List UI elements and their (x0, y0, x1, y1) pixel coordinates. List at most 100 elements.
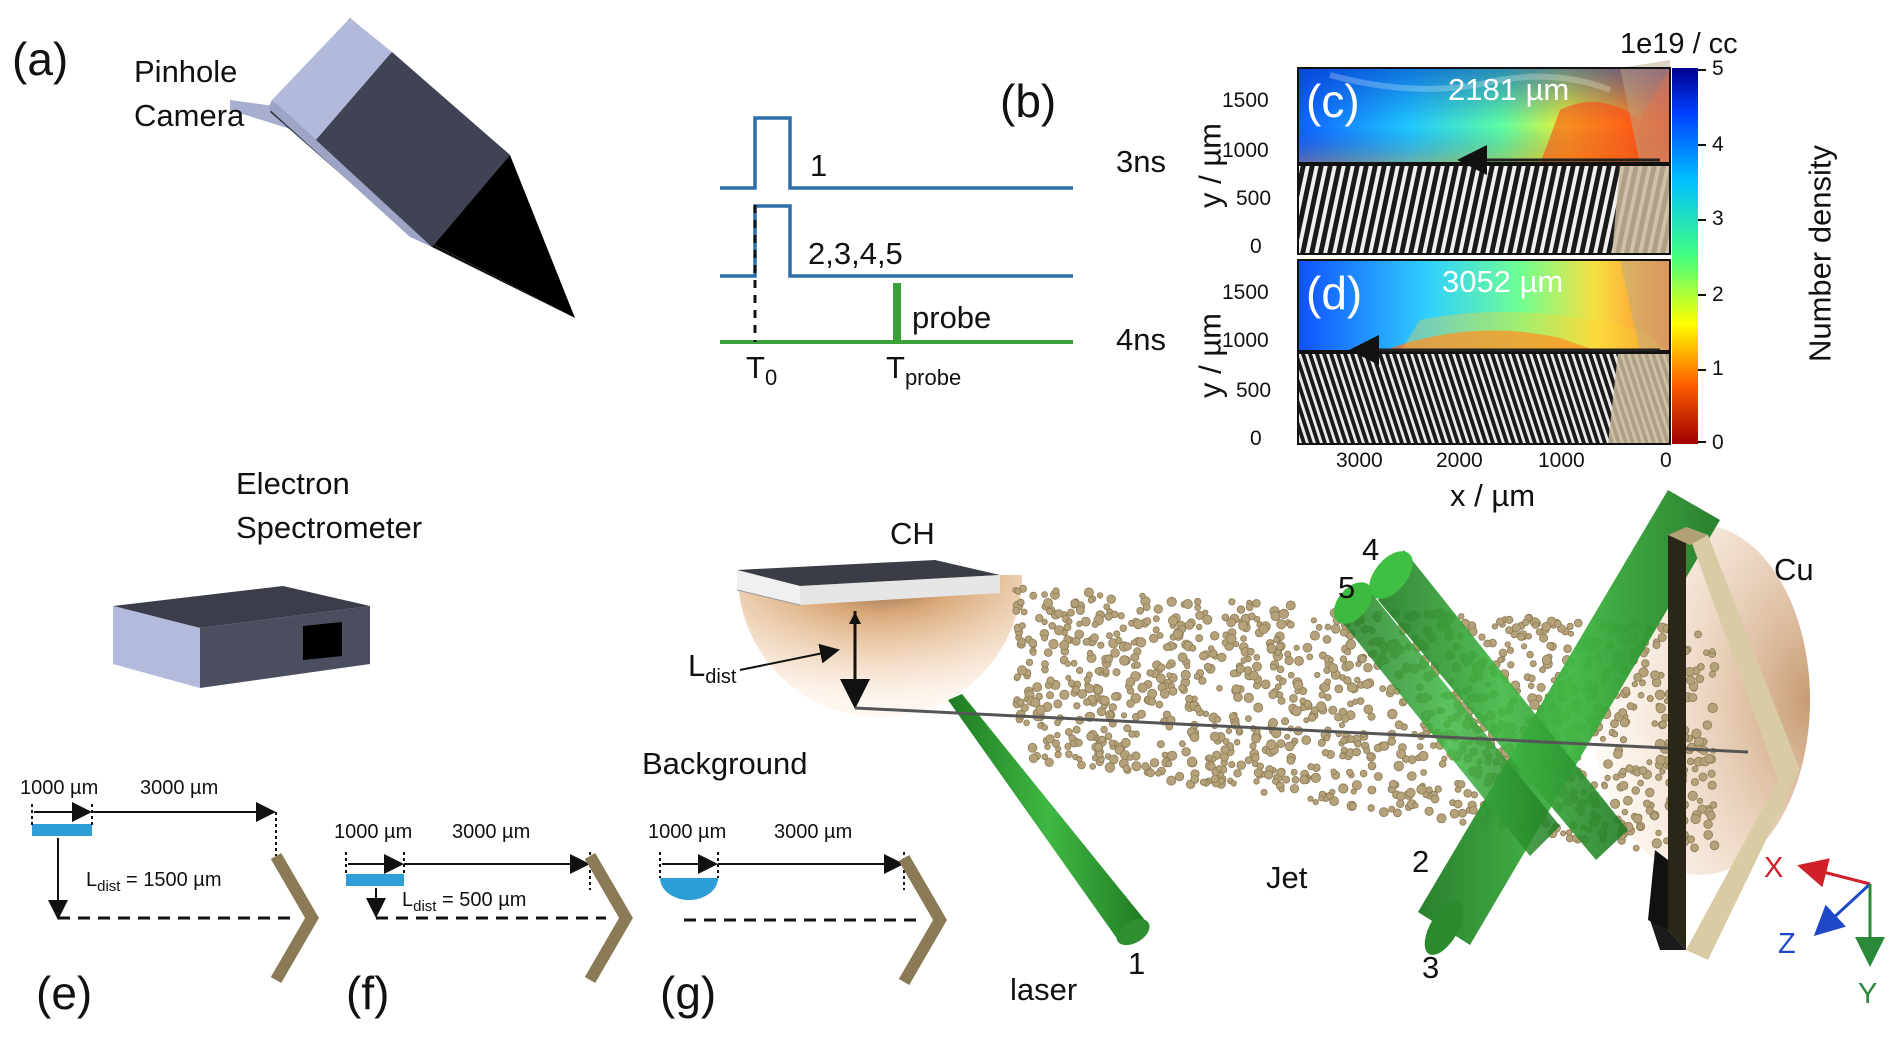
jet-particle (1449, 808, 1460, 819)
jet-particle (1165, 760, 1173, 768)
jet-particle (1180, 669, 1191, 681)
jet-particle (1641, 659, 1650, 668)
jet-particle (1136, 709, 1146, 719)
jet-particle (1103, 668, 1110, 675)
jet-particle (1046, 607, 1053, 615)
jet-particle (1323, 735, 1330, 742)
jet-particle (1184, 663, 1191, 670)
jet-particle (1645, 787, 1655, 798)
jet-particle (1044, 648, 1053, 657)
jet-particle (1143, 617, 1152, 625)
front-label-d: 3052 µm (1442, 264, 1564, 299)
axis-x-label: X (1764, 852, 1784, 884)
jet-particle (1387, 737, 1396, 746)
jet-particle (1424, 806, 1434, 816)
jet-particle (1302, 642, 1313, 653)
jet-particle (1253, 778, 1260, 785)
jet-particle (1638, 766, 1648, 776)
jet-particle (1546, 641, 1555, 650)
jet-particle (1152, 626, 1160, 634)
beam-number-1: 1 (1128, 946, 1146, 981)
jet-particle (1141, 762, 1150, 771)
jet-particle (1393, 760, 1405, 772)
jet-particle (1294, 656, 1304, 666)
jet-particle (1016, 698, 1025, 707)
jet-particle (1100, 695, 1110, 706)
jet-particle (1690, 778, 1699, 787)
jet-particle (1367, 761, 1377, 771)
jet-particle (1363, 746, 1371, 755)
jet-particle (1094, 667, 1102, 675)
jet-particle (1053, 699, 1063, 709)
jet-particle (1226, 617, 1236, 628)
jet-particle (1706, 811, 1716, 821)
jet-particle (1274, 649, 1282, 656)
jet-particle (1166, 775, 1177, 786)
y-axis-label-c: y / µm (1192, 122, 1228, 209)
jet-particle (1338, 721, 1346, 729)
jet-particle (1525, 632, 1532, 640)
axis-y-label: Y (1858, 978, 1878, 1010)
jet-particle (1618, 781, 1629, 791)
jet-particle (1652, 641, 1661, 650)
jet-particle (1106, 594, 1116, 604)
jet-particle (1396, 791, 1406, 801)
jet-particle (1077, 689, 1087, 699)
jet-particle (1632, 844, 1640, 852)
jet-particle (1307, 795, 1314, 802)
jet-particle (1266, 739, 1277, 750)
jet-particle (1270, 610, 1281, 622)
time-label-3ns: 3ns (1116, 144, 1166, 179)
jet-particle (1045, 734, 1055, 744)
jet-particle (1130, 653, 1140, 663)
jet-particle (1299, 687, 1308, 696)
jet-particle (1077, 760, 1086, 770)
jet-particle (1363, 704, 1374, 715)
jet-particle (1324, 693, 1332, 702)
jet-particle (1270, 663, 1278, 671)
jet-particle (1167, 750, 1178, 761)
jet-particle (1289, 784, 1300, 794)
beam-number-2: 2 (1412, 844, 1430, 879)
jet-particle (1233, 769, 1242, 778)
jet-particle (1146, 768, 1155, 778)
jet-particle (1103, 603, 1111, 611)
jet-particle (1709, 840, 1720, 851)
jet-particle (1023, 719, 1030, 727)
jet-particle (1136, 637, 1147, 648)
jet-particle (1061, 629, 1068, 636)
jet-particle (1290, 768, 1298, 776)
jet-particle (1299, 775, 1309, 785)
jet-particle (1193, 597, 1202, 606)
jet-particle (1284, 733, 1291, 740)
jet-particle (1249, 742, 1257, 750)
jet-particle (1253, 702, 1264, 713)
jet-particle (1146, 669, 1154, 677)
config-g-diagram (659, 852, 947, 986)
jet-particle (1041, 660, 1049, 668)
jet-particle (1017, 598, 1025, 607)
jet-particle (1126, 754, 1134, 761)
config-e-distance-label: 3000 µm (140, 777, 219, 799)
jet-particle (1228, 598, 1236, 606)
jet-particle (1553, 619, 1562, 628)
jet-particle (1041, 618, 1048, 626)
jet-particle (1115, 636, 1123, 645)
jet-particle (1071, 636, 1081, 646)
jet-particle (1233, 641, 1240, 648)
jet-particle (1182, 599, 1193, 610)
x-tick-2000: 2000 (1436, 449, 1483, 472)
ch-label: CH (890, 516, 935, 551)
panel-label-a: (a) (12, 33, 69, 85)
density-map-d (1297, 259, 1671, 445)
jet-particle (1691, 728, 1702, 739)
jet-particle (1090, 633, 1099, 642)
jet-particle (1020, 703, 1029, 712)
config-g-distance-label: 3000 µm (774, 821, 853, 843)
config-g-width-label: 1000 µm (648, 821, 727, 843)
jet-particle (1041, 724, 1048, 731)
jet-particle (1095, 750, 1104, 759)
jet-particle (1243, 692, 1254, 704)
jet-particle (1065, 728, 1073, 736)
jet-particle (1351, 780, 1362, 791)
